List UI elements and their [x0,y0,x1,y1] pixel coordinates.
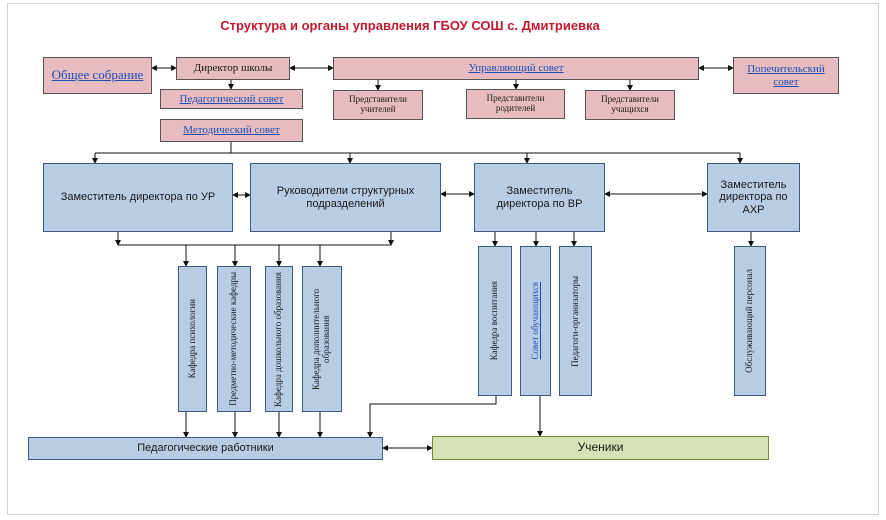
structural-heads-box: Руководители структурных подразделений [250,163,441,232]
service-staff-label: Обслуживающий персонал [744,269,755,373]
psychology-department-label: Кафедра психологии [186,299,197,379]
additional-education-department-box: Кафедра дополнительного образования [302,266,342,412]
students-council-label[interactable]: Совет обучающихся [529,282,540,360]
deputy-ahr-box: Заместитель директора по АХР [707,163,800,232]
preschool-department-box: Кафедра дошкольного образования [265,266,293,412]
students-representatives-box: Представители учащихся [585,90,675,120]
additional-education-department-label: Кафедра дополнительного образования [311,288,331,390]
upbringing-department-label: Кафедра воспитания [489,281,500,361]
deputy-vr-box: Заместитель директора по ВР [474,163,605,232]
page-title: Структура и органы управления ГБОУ СОШ с… [220,18,600,33]
preschool-department-label: Кафедра дошкольного образования [273,271,284,407]
page-frame [7,3,879,515]
general-meeting-box[interactable]: Общее собрание [43,57,152,94]
director-box: Директор школы [176,57,290,80]
methodical-council-box[interactable]: Методический совет [160,119,303,142]
service-staff-box: Обслуживающий персонал [734,246,766,396]
pedagogical-workers-box: Педагогические работники [28,437,383,460]
governing-council-box[interactable]: Управляющий совет [333,57,699,80]
upbringing-department-box: Кафедра воспитания [478,246,512,396]
pedagogical-council-box[interactable]: Педагогический совет [160,89,303,109]
psychology-department-box: Кафедра психологии [178,266,207,412]
teacher-organizers-label: Педагоги-организаторы [569,275,580,367]
teachers-representatives-box: Представители учителей [333,90,423,120]
parents-representatives-box: Представители родителей [466,89,565,119]
deputy-uvr-box: Заместитель директора по УР [43,163,233,232]
subject-methodical-departments-label: Предметно-методические кафедры [228,272,239,406]
board-of-trustees-box[interactable]: Попечительский совет [733,57,839,94]
teacher-organizers-box: Педагоги-организаторы [559,246,592,396]
students-council-box[interactable]: Совет обучающихся [520,246,551,396]
subject-methodical-departments-box: Предметно-методические кафедры [217,266,251,412]
pupils-box: Ученики [432,436,769,460]
